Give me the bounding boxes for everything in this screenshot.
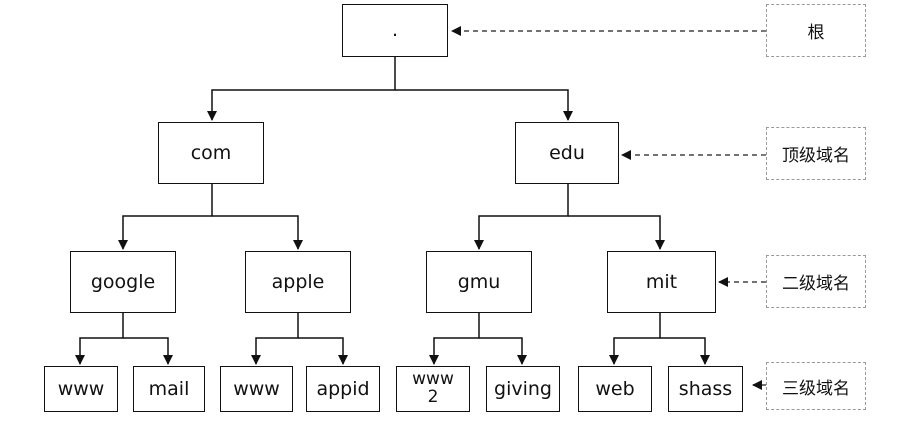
node-gmu: gmu <box>426 251 532 313</box>
node-www-google: www <box>44 366 118 412</box>
node-appid: appid <box>306 366 380 412</box>
label-second: 二级域名 <box>766 255 866 308</box>
edge-gmu-www2 <box>429 313 480 365</box>
edge-root-com <box>207 57 396 121</box>
label-tld: 顶级域名 <box>766 127 866 180</box>
edge-edu-mit <box>568 215 665 250</box>
edge-gmu-giving <box>479 337 527 365</box>
node-apple: apple <box>245 251 351 313</box>
node-www2: www 2 <box>396 366 470 412</box>
edge-apple-appid <box>298 337 348 365</box>
edge-apple-www <box>251 313 299 365</box>
node-www-apple: www <box>220 366 293 412</box>
node-mail: mail <box>133 366 205 412</box>
node-google: google <box>70 251 176 313</box>
edge-mit-web <box>609 313 661 365</box>
node-com: com <box>158 122 264 184</box>
label-root: 根 <box>766 4 866 57</box>
edge-edu-gmu <box>474 184 569 250</box>
node-web: web <box>578 366 652 412</box>
node-shass: shass <box>668 366 743 412</box>
label-third: 三级域名 <box>766 362 866 410</box>
edge-com-apple <box>212 215 303 250</box>
node-root: . <box>342 4 448 57</box>
node-giving: giving <box>486 366 560 412</box>
edge-root-edu <box>395 89 573 121</box>
edge-mit-shass <box>660 337 710 365</box>
edge-google-mail <box>123 337 173 365</box>
node-mit: mit <box>607 251 716 313</box>
edge-com-google <box>118 184 213 250</box>
node-edu: edu <box>515 122 619 184</box>
edge-google-www <box>75 313 124 365</box>
